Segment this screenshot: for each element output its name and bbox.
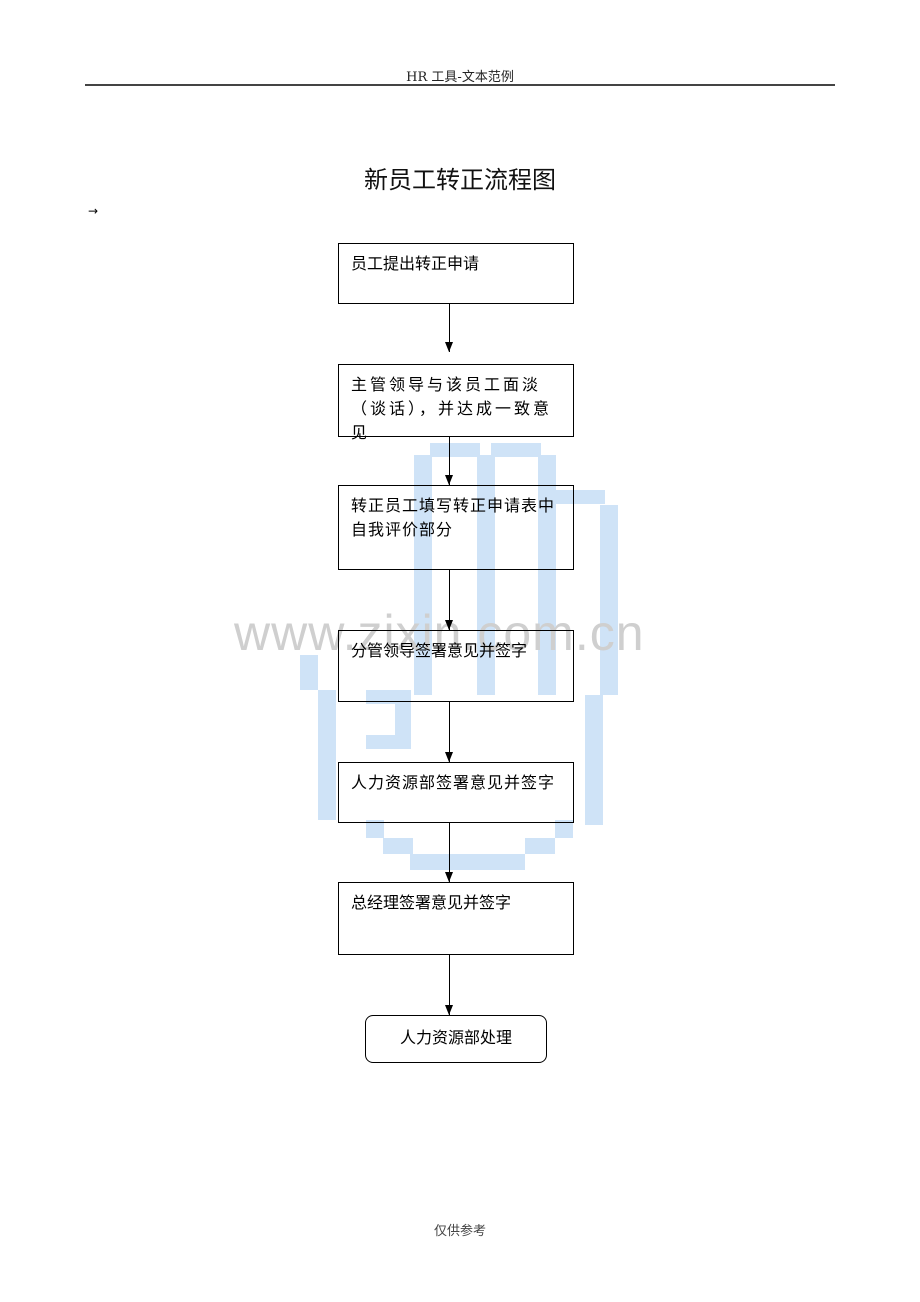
page-footer: 仅供参考: [433, 1224, 486, 1239]
paragraph-mark-icon: →: [88, 204, 99, 218]
flow-arrow-4: [445, 702, 453, 762]
flow-step-4: 分管领导签署意见并签字: [338, 630, 574, 702]
flow-step-1: 员工提出转正申请: [338, 243, 574, 304]
header-divider: [85, 84, 835, 86]
flow-arrow-5: [445, 823, 453, 882]
page-header: HR 工具-文本范例: [406, 70, 514, 85]
flow-arrow-1: [445, 304, 453, 352]
flow-step-5: 人力资源部签署意见并签字: [338, 762, 574, 823]
flow-arrow-3: [445, 570, 453, 630]
flow-step-6: 总经理签署意见并签字: [338, 882, 574, 955]
page-title: 新员工转正流程图: [364, 166, 556, 194]
flow-step-3: 转正员工填写转正申请表中自我评价部分: [338, 485, 574, 570]
flow-terminal: 人力资源部处理: [365, 1015, 547, 1063]
flow-step-2: 主管领导与该员工面淡（谈话），并达成一致意见: [338, 364, 574, 442]
flow-arrow-6: [445, 955, 453, 1015]
flow-arrow-2: [445, 437, 453, 485]
watermark-text: www.zixin.com.cn: [234, 605, 645, 661]
